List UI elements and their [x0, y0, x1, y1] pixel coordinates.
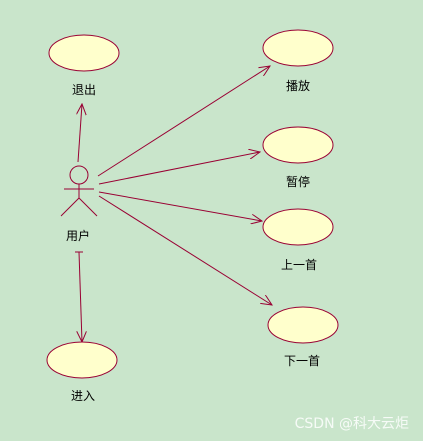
use-case-play[interactable]: 播放: [262, 29, 334, 93]
use-case-pause[interactable]: 暂停: [262, 126, 334, 189]
actor-left-leg: [60, 197, 80, 217]
use-case-next[interactable]: 下一首: [267, 306, 339, 368]
actor-label: 用户: [66, 228, 90, 243]
actor-user[interactable]: 用户: [60, 165, 98, 243]
use-case-enter-ellipse: [46, 341, 118, 379]
use-case-exit-ellipse: [48, 34, 120, 72]
use-case-prev-label: 上一首: [281, 258, 317, 272]
use-case-prev[interactable]: 上一首: [262, 208, 334, 272]
use-case-prev-ellipse: [262, 208, 334, 246]
arrow-to-prev: [98, 191, 262, 221]
use-case-pause-label: 暂停: [286, 174, 310, 189]
use-case-exit-label: 退出: [72, 83, 96, 97]
arrow-to-enter: [79, 251, 82, 342]
arrow-to-next: [98, 195, 272, 305]
use-case-pause-ellipse: [262, 126, 334, 164]
use-case-enter-label: 进入: [71, 389, 95, 403]
use-case-next-label: 下一首: [284, 354, 320, 368]
watermark: CSDN @科大云炬: [294, 416, 409, 432]
actor-head: [69, 165, 89, 185]
use-case-enter[interactable]: 进入: [46, 341, 118, 403]
use-case-play-ellipse: [262, 29, 334, 67]
use-case-exit[interactable]: 退出: [48, 34, 120, 97]
arrow-to-exit: [78, 104, 82, 163]
arrow-to-play: [97, 66, 270, 177]
arrow-to-pause: [98, 152, 260, 185]
actor-right-leg: [78, 197, 98, 217]
use-case-next-ellipse: [267, 306, 339, 344]
use-case-play-label: 播放: [286, 78, 310, 93]
